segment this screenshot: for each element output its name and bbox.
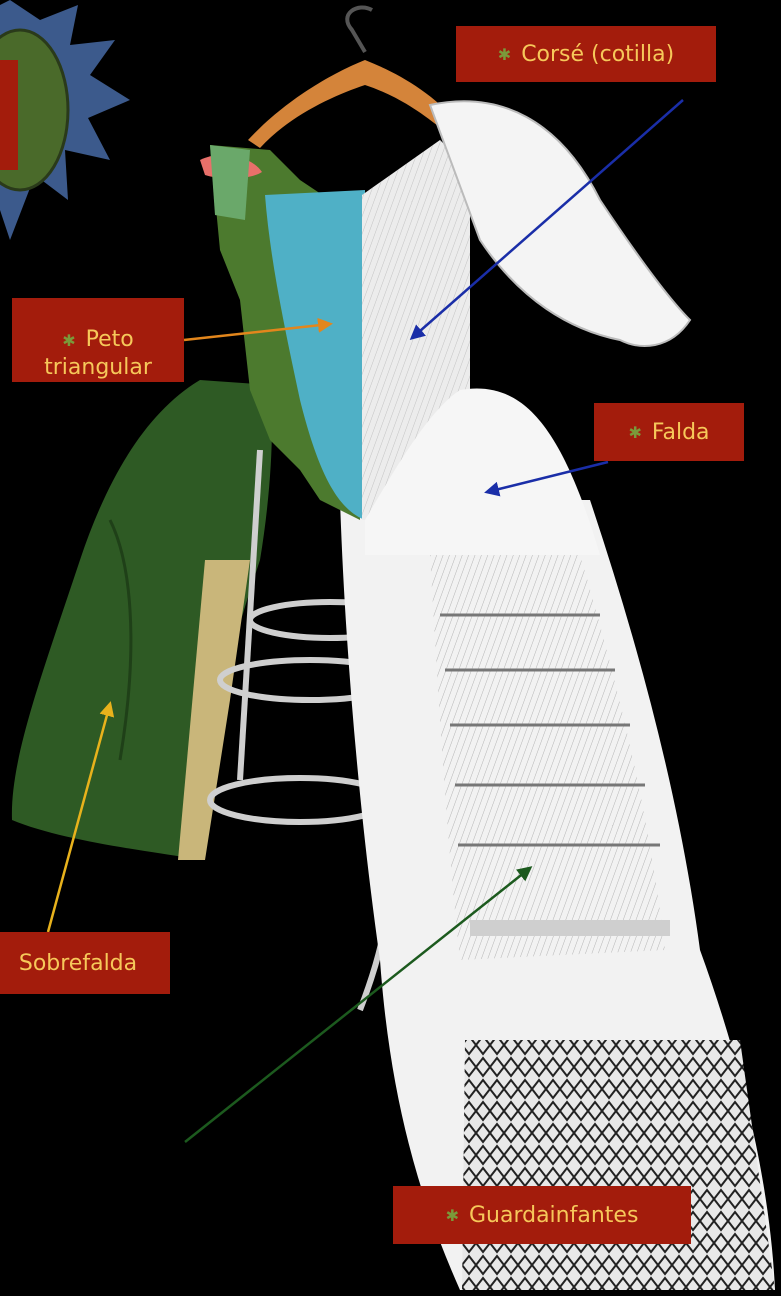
asterisk-bullet-icon: ✱ <box>498 41 511 68</box>
label-sobrefalda-text: Sobrefalda <box>19 950 137 977</box>
corset-half <box>362 101 690 555</box>
label-peto-text: ✱Peto triangular <box>44 299 152 381</box>
skirt <box>340 500 775 1290</box>
label-falda-text: Falda <box>652 419 710 446</box>
label-peto-value: Peto triangular <box>44 327 152 380</box>
hanger-icon <box>248 7 460 148</box>
asterisk-bullet-icon: ✱ <box>62 331 75 350</box>
asterisk-bullet-icon: ✱ <box>446 1202 459 1229</box>
label-guardainfantes: ✱ Guardainfantes <box>393 1186 691 1244</box>
spiky-sun-icon <box>0 0 130 240</box>
label-sobrefalda: Sobrefalda <box>0 932 170 994</box>
label-corset: ✱ Corsé (cotilla) <box>456 26 716 82</box>
label-falda: ✱ Falda <box>594 403 744 461</box>
label-corset-text: Corsé (cotilla) <box>521 41 674 68</box>
hidden-label-fragment <box>0 60 18 170</box>
asterisk-bullet-icon: ✱ <box>628 419 641 446</box>
label-peto: ✱Peto triangular <box>12 298 184 382</box>
label-guardainfantes-text: Guardainfantes <box>469 1202 638 1229</box>
